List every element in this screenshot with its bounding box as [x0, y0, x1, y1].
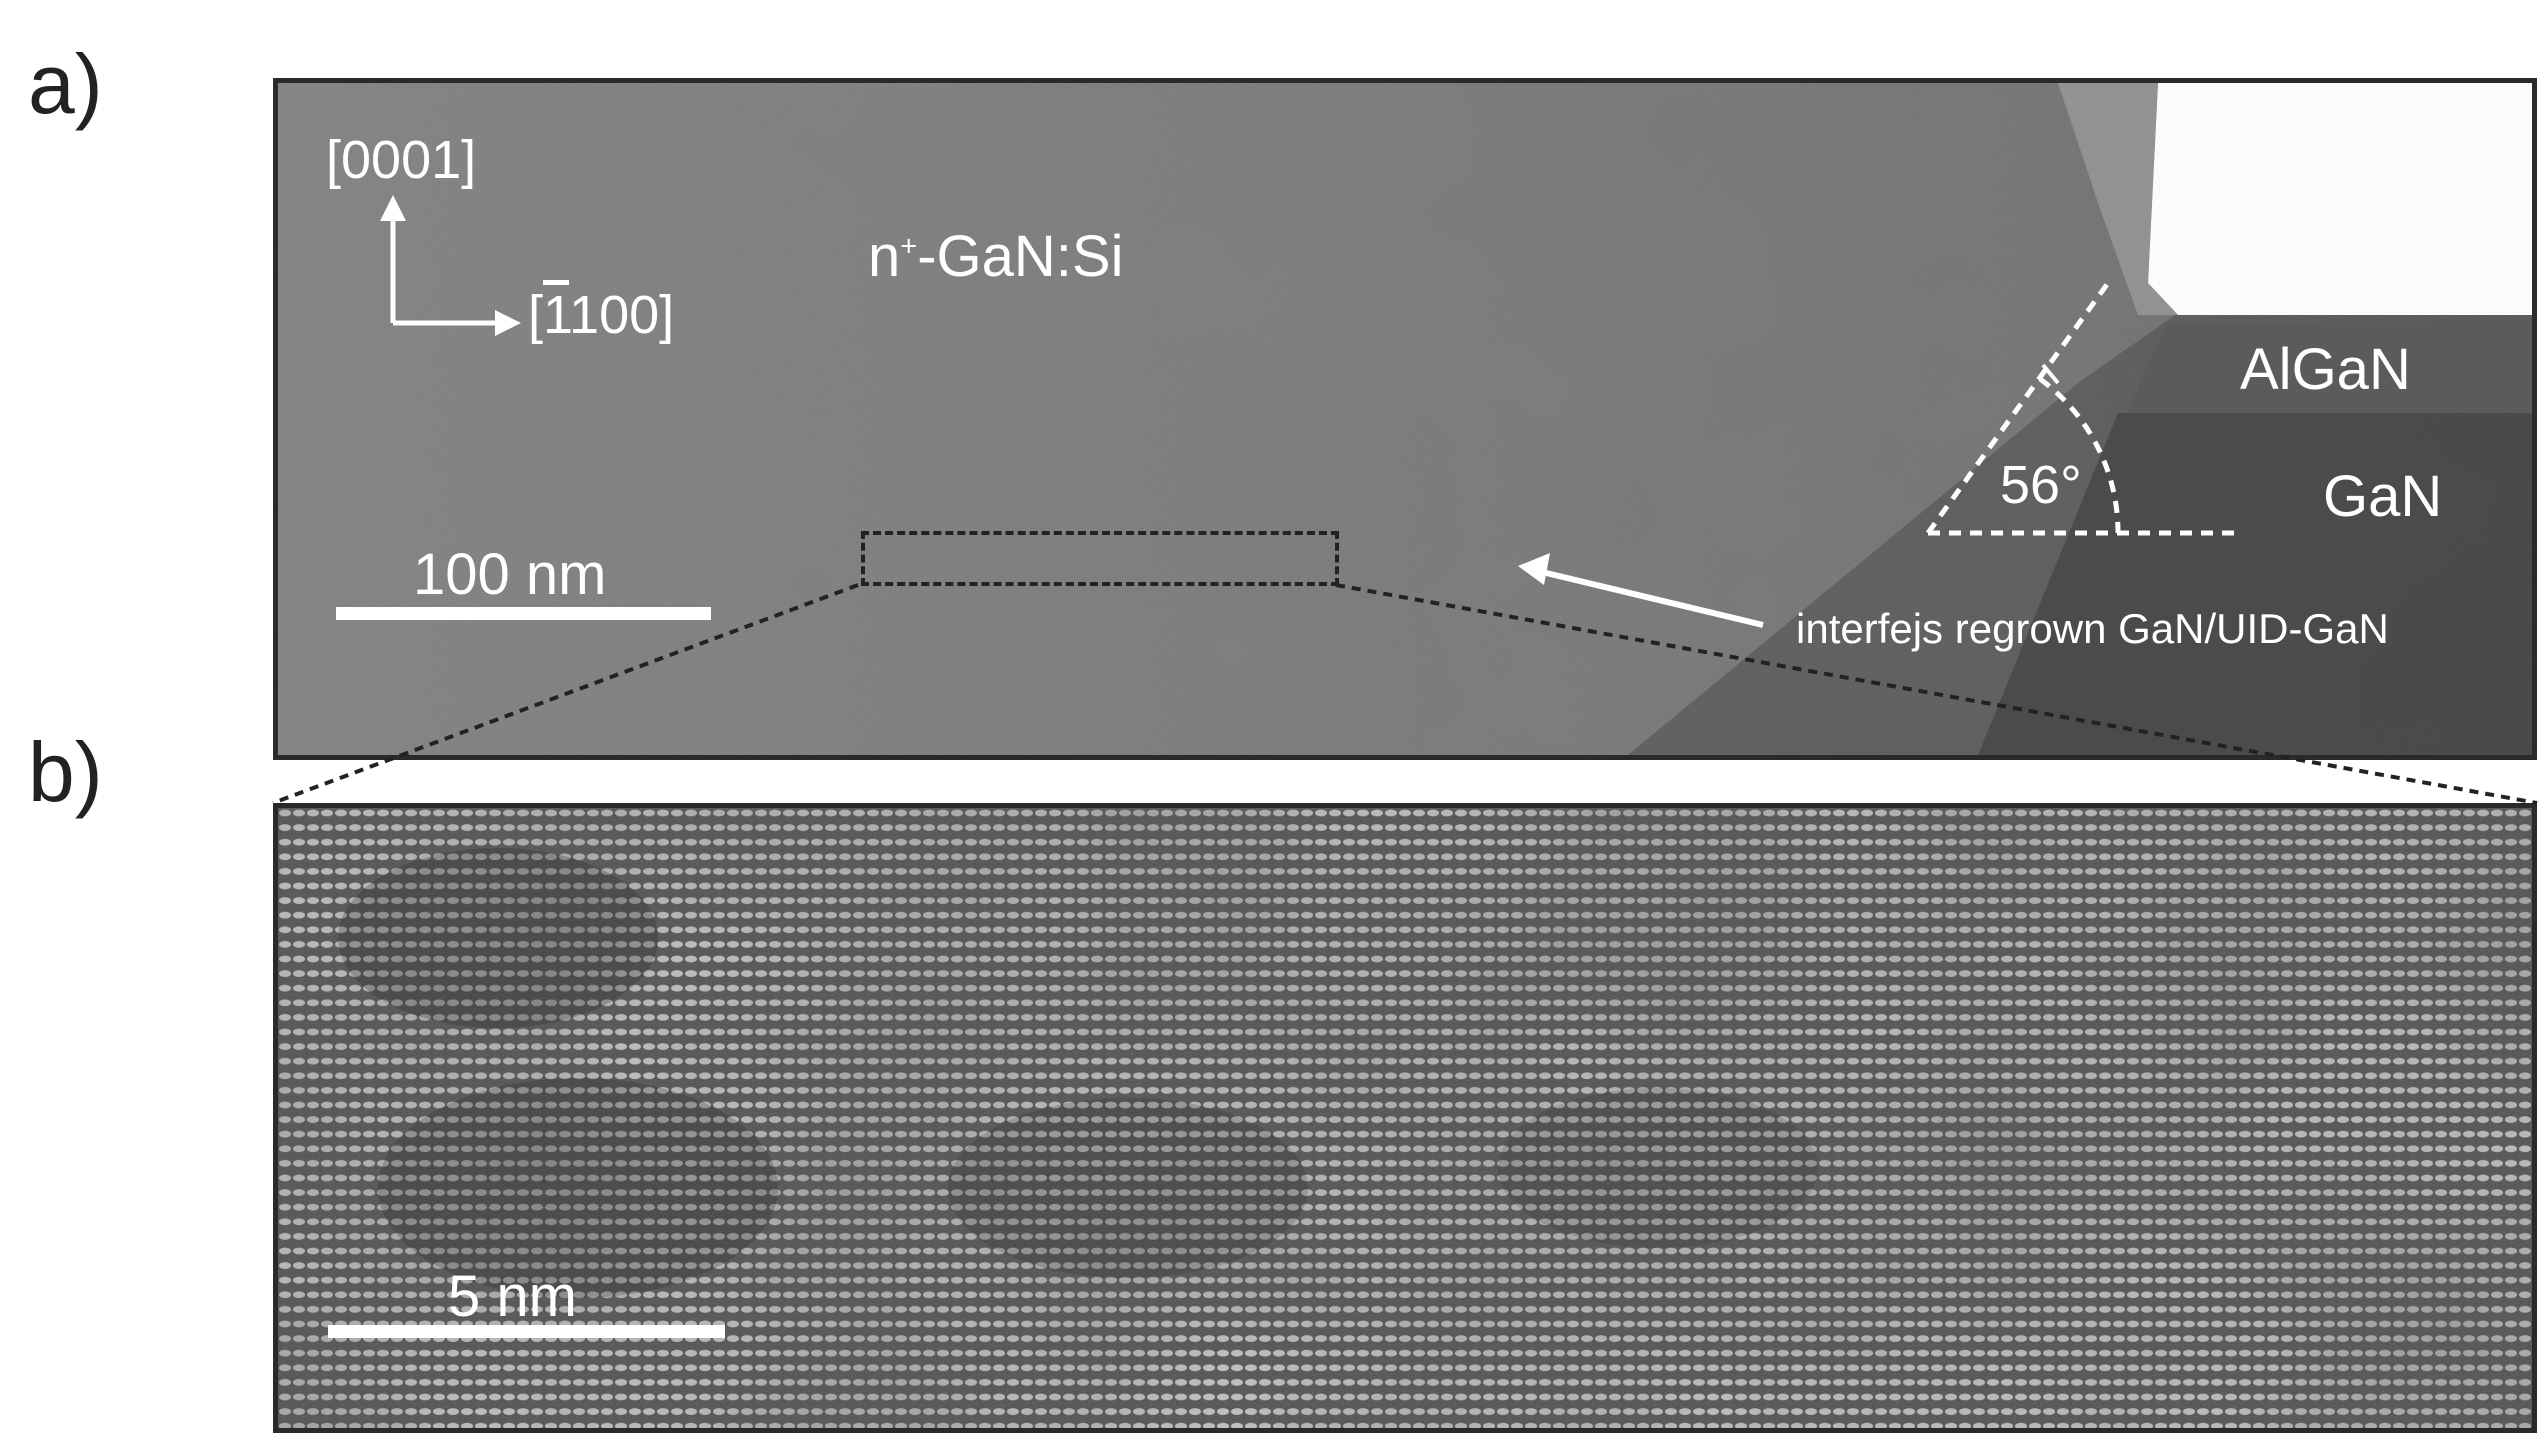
material-superscript: + — [900, 230, 918, 263]
direction-up-label: [0001] — [326, 130, 477, 190]
panel-a-micrograph: [0001] [1100] n+-GaN:Si AlGaN GaN 56° 10… — [273, 78, 2537, 760]
micrograph-b-image — [278, 808, 2532, 1428]
scalebar-b-bar — [328, 1325, 725, 1338]
angle-label: 56° — [2000, 455, 2082, 515]
selection-box — [861, 531, 1339, 586]
panel-a-label: a) — [28, 37, 103, 131]
direction-right-rest: 100] — [569, 285, 675, 345]
panel-b-micrograph: 5 nm — [273, 803, 2537, 1433]
direction-right-label: [1100] — [528, 285, 675, 345]
scalebar-a-bar — [336, 607, 711, 620]
interface-caption: interfejs regrown GaN/UID-GaN — [1796, 605, 2389, 652]
layer-algan-label: AlGaN — [2240, 337, 2411, 402]
material-label: n+-GaN:Si — [868, 228, 1123, 286]
material-prefix: n — [868, 224, 901, 289]
micrograph-a-image — [278, 83, 2532, 755]
direction-right-bar-digit: 1 — [543, 285, 570, 345]
scalebar-b-label: 5 nm — [448, 1264, 577, 1329]
scalebar-a-label: 100 nm — [413, 542, 607, 607]
layer-gan-label: GaN — [2323, 464, 2443, 529]
panel-b-label: b) — [28, 725, 103, 819]
material-suffix: -GaN:Si — [917, 224, 1124, 289]
